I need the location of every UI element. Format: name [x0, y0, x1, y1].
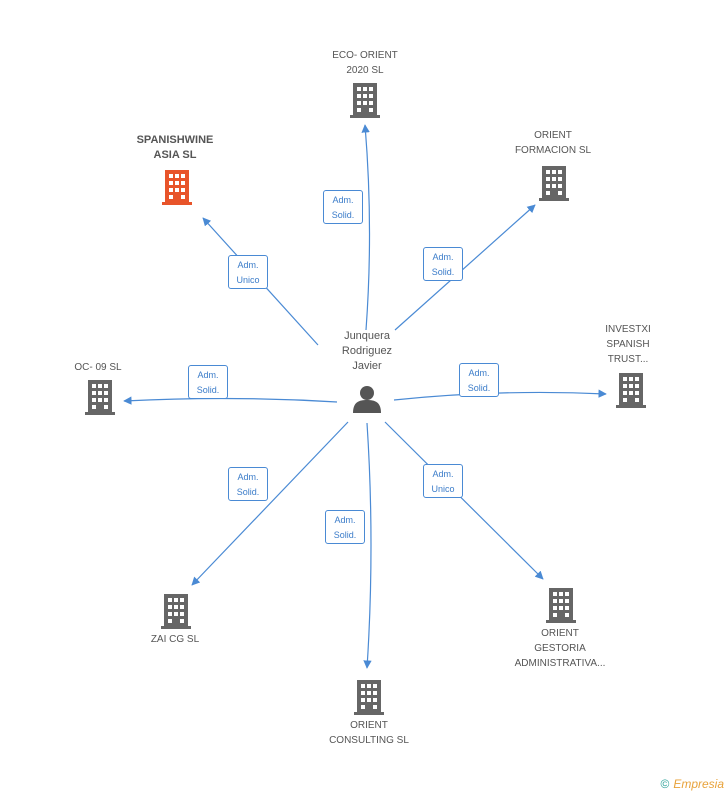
- relation-text: Unico: [236, 275, 260, 285]
- footer-brand: ©Empresia: [660, 777, 724, 791]
- center-person-label[interactable]: Junquera Rodriguez Javier: [341, 330, 393, 372]
- building-icon[interactable]: [546, 588, 576, 623]
- relation-box-zaicg[interactable]: Adm. Solid.: [228, 467, 268, 501]
- brand-name: Empresia: [673, 777, 724, 791]
- edge-eco-orient: [361, 124, 371, 331]
- edge-orient-formacion: [394, 204, 536, 331]
- building-icon[interactable]: [539, 166, 569, 201]
- relation-text: Adm.: [334, 515, 356, 525]
- company-label-orient-formacion[interactable]: ORIENT FORMACION SL: [514, 130, 592, 156]
- company-label-orient-consulting[interactable]: ORIENT CONSULTING SL: [329, 720, 409, 746]
- building-icon[interactable]: [85, 380, 115, 415]
- company-label-spanishwine[interactable]: SPANISHWINE ASIA SL: [136, 134, 214, 161]
- relation-text: Adm.: [332, 195, 354, 205]
- relation-text: Adm.: [432, 252, 454, 262]
- company-label-oc09[interactable]: OC- 09 SL: [74, 362, 122, 373]
- relation-text: Solid.: [467, 383, 491, 393]
- relation-text: Solid.: [333, 530, 357, 540]
- relation-text: Solid.: [196, 385, 220, 395]
- relation-text: Solid.: [236, 487, 260, 497]
- relation-text: Adm.: [197, 370, 219, 380]
- company-label-eco-orient[interactable]: ECO- ORIENT 2020 SL: [332, 50, 398, 76]
- edge-investxi: [393, 389, 607, 401]
- edge-zaicg: [191, 421, 349, 586]
- building-icon[interactable]: [162, 170, 192, 205]
- copyright-symbol: ©: [660, 777, 670, 791]
- building-icon[interactable]: [354, 680, 384, 715]
- relation-box-orient-consulting[interactable]: Adm. Solid.: [325, 510, 365, 544]
- edge-orient-gestoria: [384, 421, 544, 580]
- company-label-zaicg[interactable]: ZAI CG SL: [150, 634, 200, 645]
- edge-oc09: [123, 396, 338, 405]
- relation-box-investxi[interactable]: Adm. Solid.: [459, 363, 499, 397]
- relation-text: Unico: [431, 484, 455, 494]
- building-icon[interactable]: [350, 83, 380, 118]
- relation-box-eco-orient[interactable]: Adm. Solid.: [323, 190, 363, 224]
- company-label-orient-gestoria[interactable]: ORIENT GESTORIA ADMINISTRATIVA...: [514, 628, 606, 669]
- relation-box-oc09[interactable]: Adm. Solid.: [188, 365, 228, 399]
- relation-text: Solid.: [331, 210, 355, 220]
- relation-text: Adm.: [468, 368, 490, 378]
- building-icon[interactable]: [616, 373, 646, 408]
- company-label-investxi[interactable]: INVESTXI SPANISH TRUST...: [605, 324, 651, 365]
- relation-text: Adm.: [237, 260, 259, 270]
- relation-box-orient-formacion[interactable]: Adm. Solid.: [423, 247, 463, 281]
- relation-box-spanishwine[interactable]: Adm. Unico: [228, 255, 268, 289]
- person-icon: [353, 386, 381, 413]
- relation-text: Adm.: [237, 472, 259, 482]
- relation-text: Solid.: [431, 267, 455, 277]
- edge-orient-consulting: [363, 422, 372, 669]
- building-icon[interactable]: [161, 594, 191, 629]
- relation-text: Adm.: [432, 469, 454, 479]
- relation-box-orient-gestoria[interactable]: Adm. Unico: [423, 464, 463, 498]
